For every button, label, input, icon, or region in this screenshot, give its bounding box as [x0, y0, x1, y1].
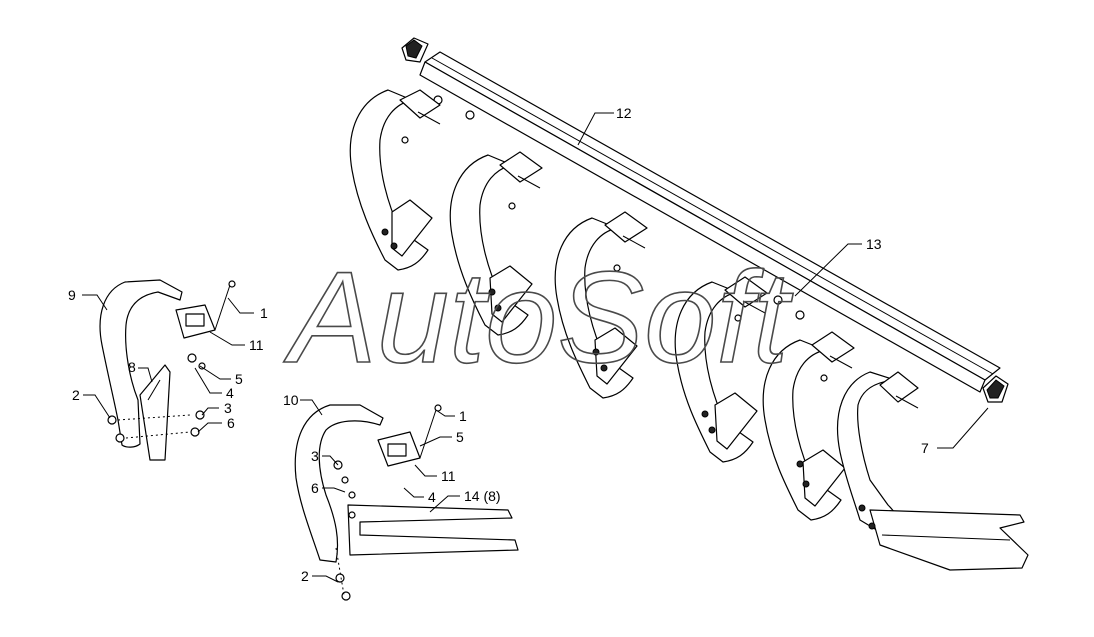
- shank-assembly-4: [674, 276, 768, 463]
- callout-5-left: 5: [235, 371, 243, 387]
- callout-7: 7: [921, 440, 929, 456]
- callout-9: 9: [68, 287, 76, 303]
- callout-3-left: 3: [224, 400, 232, 416]
- end-cap-right: [982, 375, 1009, 403]
- sweep-plate-14: [347, 504, 519, 556]
- callout-11-middle: 11: [441, 468, 456, 484]
- callout-10: 10: [283, 392, 299, 408]
- callout-6-middle: 6: [311, 480, 319, 496]
- wear-plate-8: [139, 364, 171, 461]
- shank-assembly-1: [349, 89, 441, 271]
- callout-2-left: 2: [72, 387, 80, 403]
- exploded-assembly-middle: [294, 404, 519, 601]
- shank-assembly-2: [449, 151, 543, 336]
- frame-bar: [401, 37, 1009, 403]
- watermark-text: AutoSoft: [283, 244, 794, 390]
- callout-1-middle: 1: [459, 408, 467, 424]
- shank-assembly-6: [836, 371, 1029, 571]
- callout-12: 12: [616, 105, 632, 121]
- shank-assembly-5: [762, 331, 855, 521]
- exploded-assembly-left: [99, 279, 236, 461]
- callout-1-left: 1: [260, 305, 268, 321]
- callout-13: 13: [866, 236, 882, 252]
- callout-5-middle: 5: [456, 429, 464, 445]
- callout-3-middle: 3: [311, 448, 319, 464]
- callout-14: 14 (8): [464, 488, 501, 504]
- callout-4-left: 4: [226, 385, 234, 401]
- callout-6-left: 6: [227, 415, 235, 431]
- leader-lines: [82, 112, 989, 583]
- callout-2-middle: 2: [301, 568, 309, 584]
- callout-11-left: 11: [249, 337, 264, 353]
- end-cap-left: [401, 37, 429, 63]
- callout-4-middle: 4: [428, 489, 436, 505]
- callout-8: 8: [128, 359, 136, 375]
- shank-assembly-3: [554, 211, 648, 399]
